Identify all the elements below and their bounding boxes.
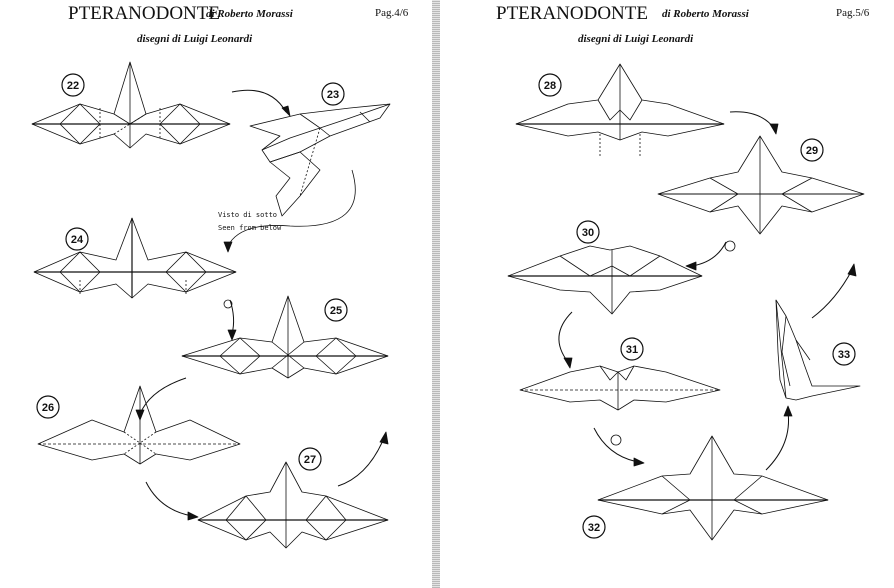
- author: di Roberto Morassi: [206, 8, 293, 20]
- svg-text:25: 25: [330, 305, 342, 317]
- view-note-italian: Visto di sotto: [218, 211, 278, 219]
- svg-text:22: 22: [67, 80, 79, 92]
- step-26-figure: [37, 385, 241, 465]
- step-22-figure: [31, 61, 231, 149]
- page-number: Pag.5/6: [836, 7, 870, 19]
- step-23-figure: [249, 103, 391, 217]
- step-number-25: 25: [324, 298, 348, 322]
- step-number-28: 28: [538, 73, 562, 97]
- svg-text:33: 33: [838, 349, 850, 361]
- step-25-figure: [181, 295, 389, 379]
- right-page: PTERANODONTE di Roberto Morassi Pag.5/6 …: [440, 0, 894, 588]
- svg-text:28: 28: [544, 80, 556, 92]
- svg-text:24: 24: [71, 234, 84, 246]
- step-30-figure: [507, 245, 703, 315]
- step-33-figure: [775, 299, 861, 401]
- step-number-30: 30: [576, 220, 600, 244]
- svg-text:26: 26: [42, 402, 54, 414]
- step-number-33: 33: [832, 342, 856, 366]
- view-note: Visto di sotto Seen from below: [218, 209, 281, 235]
- page-title: PTERANODONTE: [496, 3, 648, 24]
- illustrator-credit: disegni di Luigi Leonardi: [137, 33, 253, 45]
- svg-text:29: 29: [806, 145, 818, 157]
- author: di Roberto Morassi: [662, 8, 749, 20]
- step-29-figure: [657, 135, 865, 235]
- step-32-figure: [597, 435, 829, 541]
- step-28-figure: [515, 63, 725, 156]
- left-diagrams: 22 23 24 25 26 27: [31, 61, 391, 549]
- step-31-figure: [519, 365, 721, 411]
- step-number-31: 31: [620, 337, 644, 361]
- left-page: PTERANODONTE di Roberto Morassi Pag.4/6 …: [0, 0, 432, 588]
- step-27-figure: [197, 461, 389, 549]
- svg-text:30: 30: [582, 227, 594, 239]
- svg-text:32: 32: [588, 522, 600, 534]
- page-title: PTERANODONTE: [68, 3, 220, 24]
- illustrator-credit: disegni di Luigi Leonardi: [578, 33, 694, 45]
- page-gutter: [432, 0, 440, 588]
- step-number-23: 23: [321, 82, 345, 106]
- step-number-22: 22: [61, 73, 85, 97]
- step-number-27: 27: [298, 447, 322, 471]
- step-number-32: 32: [582, 515, 606, 539]
- step-number-24: 24: [65, 227, 89, 251]
- view-note-english: Seen from below: [218, 224, 282, 232]
- svg-text:23: 23: [327, 89, 339, 101]
- right-diagrams: 28 29 30 31 32 33: [507, 63, 865, 541]
- step-24-figure: [33, 217, 237, 299]
- svg-text:27: 27: [304, 454, 316, 466]
- step-number-26: 26: [36, 395, 60, 419]
- svg-text:31: 31: [626, 344, 638, 356]
- step-number-29: 29: [800, 138, 824, 162]
- page-number: Pag.4/6: [375, 7, 409, 19]
